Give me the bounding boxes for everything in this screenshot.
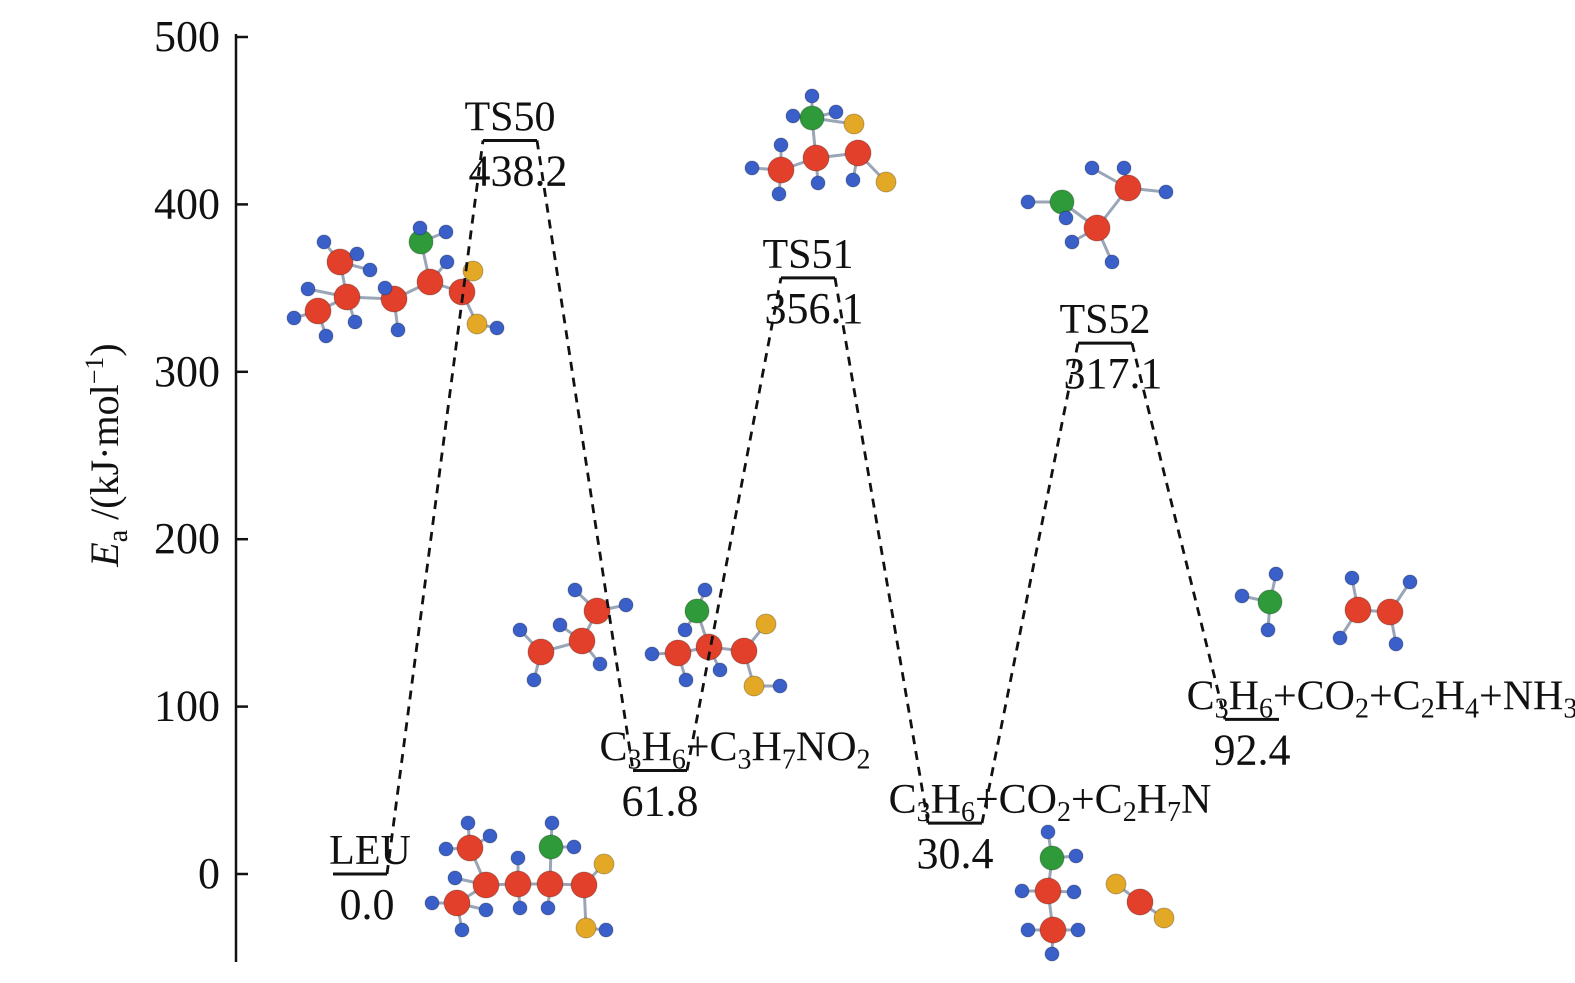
path-segment (385, 140, 485, 875)
energy-levels (333, 138, 1279, 876)
molecule-int1 (512, 582, 788, 697)
molecule-products (1234, 566, 1418, 652)
molecule-int2 (1014, 824, 1175, 962)
path-segment (685, 277, 783, 771)
y-tick-label: 100 (154, 682, 220, 731)
state-name-label: LEU (329, 828, 411, 874)
energy-value-label: 92.4 (1214, 725, 1291, 774)
y-tick-label: 400 (154, 179, 220, 228)
state-name-label: C3H6+CO2+C2H4+NH3 (1187, 673, 1575, 724)
y-axis: 0 100 200 300 400 500 (154, 12, 248, 962)
molecule-ts51 (744, 88, 897, 202)
state-name-label: TS52 (1059, 297, 1150, 343)
state-name-label: C3H6+C3H7NO2 (599, 725, 870, 776)
molecule-ts52 (1020, 160, 1174, 270)
molecule-leu (424, 815, 615, 939)
energy-value-label: 61.8 (622, 777, 699, 826)
molecule-ts50 (286, 220, 505, 344)
y-tick-label: 300 (154, 347, 220, 396)
y-tick-label: 200 (154, 514, 220, 563)
molecule-illustrations (286, 88, 1418, 962)
y-tick-label: 0 (198, 849, 220, 898)
energy-value-label: 317.1 (1064, 349, 1163, 398)
state-name-label: TS50 (464, 94, 555, 140)
path-segment (1130, 342, 1227, 720)
path-segment (833, 277, 930, 824)
reaction-path (385, 140, 1227, 875)
y-axis-label: Ea /(kJ·mol−1) (80, 343, 134, 567)
path-segment (980, 342, 1080, 824)
path-segment (535, 140, 635, 771)
energy-value-label: 0.0 (340, 880, 395, 929)
y-axis-title: Ea /(kJ·mol−1) (80, 343, 134, 567)
energy-value-label: 438.2 (469, 146, 568, 195)
energy-value-label: 30.4 (917, 829, 994, 878)
state-name-label: TS51 (762, 232, 853, 278)
energy-value-label: 356.1 (765, 284, 864, 333)
y-tick-label: 500 (154, 12, 220, 61)
state-name-label: C3H6+CO2+C2H7N (889, 777, 1212, 828)
